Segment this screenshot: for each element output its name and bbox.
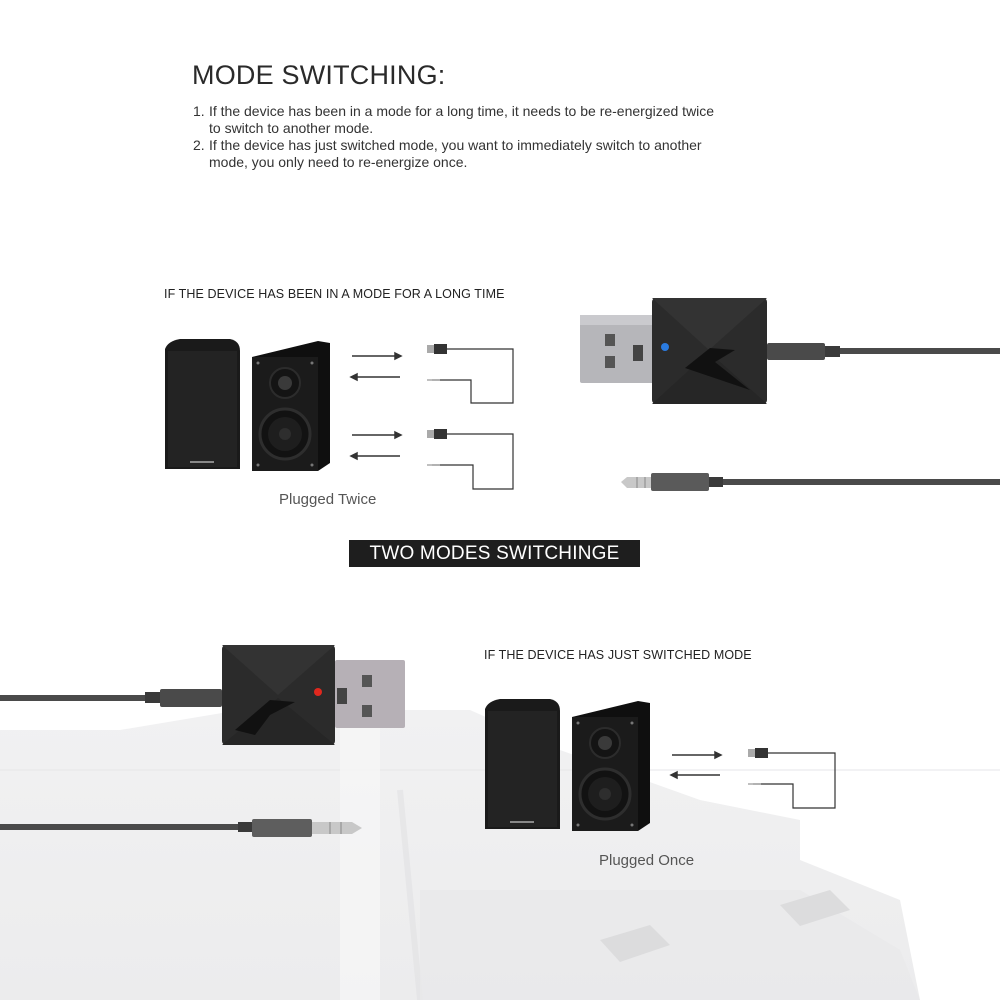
usb-plug-icon (427, 344, 447, 354)
speakers-illustration (485, 699, 650, 831)
instruction-item-2: 2. If the device has just switched mode,… (193, 137, 793, 171)
cable (723, 479, 1000, 485)
led-indicator-icon (314, 688, 322, 696)
page-title: MODE SWITCHING: (192, 60, 446, 90)
instruction-text-line: If the device has just switched mode, yo… (209, 137, 702, 153)
usb-plug-icon (748, 748, 768, 758)
caption-plugged-once: Plugged Once (599, 852, 695, 869)
background-device-silhouette (0, 710, 1000, 1000)
instruction-number: 1. (193, 103, 205, 119)
usb-connector-icon (580, 315, 655, 383)
instruction-text-line: to switch to another mode. (209, 120, 374, 136)
two-modes-banner: TWO MODES SWITCHINGE (349, 540, 640, 567)
connection-diagram-once (669, 748, 836, 809)
speaker-back-icon (165, 339, 240, 469)
cable (840, 348, 1000, 354)
speakers-illustration (165, 339, 330, 471)
arrow-left-icon (349, 451, 358, 461)
speaker-front-icon (572, 701, 650, 831)
adapter-body (652, 298, 767, 404)
arrow-right-icon (714, 750, 723, 760)
connection-diagram-twice (349, 344, 514, 490)
caption-plugged-twice: Plugged Twice (279, 491, 377, 508)
arrow-right-icon (394, 351, 403, 361)
speaker-front-icon (252, 341, 330, 471)
arrow-right-icon (394, 430, 403, 440)
cable (0, 695, 145, 701)
instruction-item-1: 1. If the device has been in a mode for … (193, 103, 793, 137)
speaker-back-icon (485, 699, 560, 829)
instruction-text-line: mode, you only need to re-energize once. (209, 154, 468, 170)
arrow-left-icon (349, 372, 358, 382)
aux-jack-icon (238, 819, 362, 837)
instruction-text-line: If the device has been in a mode for a l… (209, 103, 715, 119)
section-label-just-switched: IF THE DEVICE HAS JUST SWITCHED MODE (484, 648, 752, 662)
bluetooth-adapter-red-mode (0, 645, 405, 837)
led-indicator-icon (661, 343, 669, 351)
adapter-body (222, 645, 335, 745)
cable (0, 824, 238, 830)
section-label-long-time: IF THE DEVICE HAS BEEN IN A MODE FOR A L… (164, 287, 505, 301)
usb-plug-icon (427, 429, 447, 439)
bluetooth-adapter-blue-mode (580, 298, 1000, 491)
usb-connector-icon (335, 660, 405, 728)
instruction-number: 2. (193, 137, 205, 153)
instructions-list: 1. If the device has been in a mode for … (193, 103, 793, 171)
arrow-left-icon (669, 770, 678, 780)
aux-jack-icon (621, 473, 1000, 491)
